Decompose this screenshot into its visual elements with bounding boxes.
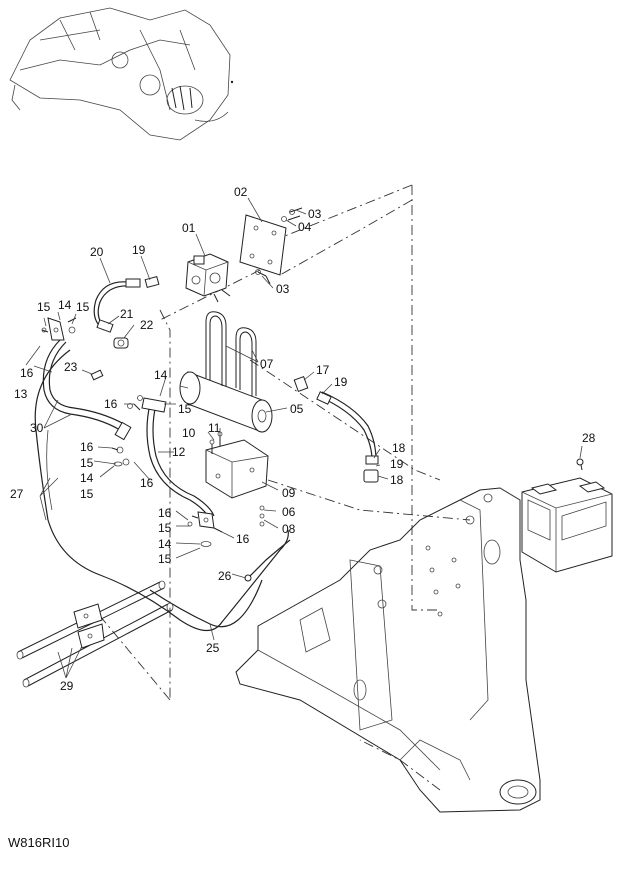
fittings-22-23 [96,319,129,349]
accumulator [179,371,273,433]
callout-21: 20 [90,245,104,259]
callout-10: 10 [182,426,196,440]
terminal-bolt-28 [576,458,584,471]
callout-16-mid-a: 16 [104,397,118,411]
callout-11: 11 [208,421,221,435]
callout-17-bottom: 18 [390,473,404,487]
callout-16-mid-b: 16 [80,440,94,454]
callout-14-top: 14 [58,298,72,312]
callout-06: 07 [260,357,274,371]
callout-23: 22 [140,318,154,332]
bracket-lower-mid [187,511,223,547]
sensor-26 [244,539,291,582]
callout-13: 13 [14,387,28,401]
cable-25 [149,579,263,628]
fitting-24 [90,369,104,381]
callout-labels: 02 01 03 04 03 19 20 21 22 15 14 15 16 1… [10,185,596,693]
callout-05: 05 [290,402,304,416]
drawing-code: W816RI10 [8,835,70,850]
callout-25: 25 [206,641,220,655]
callout-19-bottom: 19 [390,457,404,471]
callout-16-low-a: 16 [158,506,172,520]
callout-19-top: 19 [334,375,348,389]
callout-14-mid-b: 14 [80,471,94,485]
callout-12: 12 [172,445,186,459]
callout-16-mid-c: 16 [140,476,154,490]
callout-15-low-a: 15 [158,521,172,535]
u-straps [205,311,257,396]
callout-04: 04 [298,220,312,234]
bracket-mid-left [111,395,143,467]
machine-overview-inset [9,7,234,141]
callout-15-top-a: 15 [37,300,51,314]
accumulator-bracket [205,439,269,499]
callout-24: 23 [64,360,78,374]
callout-08: 08 [282,522,296,536]
callout-02: 02 [234,185,248,199]
pipes-29 [16,580,174,688]
callout-16-low-b: 16 [236,532,250,546]
mounting-plate [239,214,287,276]
callout-01: 01 [182,221,196,235]
callout-17-top: 17 [316,363,330,377]
callout-22: 21 [120,307,134,321]
callout-18: 18 [392,441,406,455]
callout-29: 29 [60,679,74,693]
callout-07: 06 [282,505,296,519]
callout-20: 19 [132,243,146,257]
callout-15-mid-c: 15 [80,487,94,501]
control-valve [185,253,231,303]
bracket-top-left [41,317,77,341]
callout-27: 27 [10,487,24,501]
hose-19 [293,376,379,483]
callout-15-top-b: 15 [76,300,90,314]
fitting-20 [144,275,160,289]
machine-frame [235,487,541,813]
hose-12 [141,397,215,521]
battery [521,477,613,573]
callout-16-top: 16 [20,366,34,380]
harness-27 [34,349,289,632]
callout-14-low: 14 [158,537,172,551]
leader-lines [25,197,583,679]
callout-14-mid: 14 [154,368,168,382]
callout-30: 30 [30,421,44,435]
callout-15-low-b: 15 [158,552,172,566]
callout-26: 26 [218,569,232,583]
callout-15-mid-a: 15 [178,402,192,416]
callout-03-top: 03 [308,207,322,221]
callout-09: 09 [282,486,296,500]
hose-13-30 [42,339,132,441]
callout-15-mid-b: 15 [80,456,94,470]
callout-03-bottom: 03 [276,282,290,296]
callout-28: 28 [582,431,596,445]
